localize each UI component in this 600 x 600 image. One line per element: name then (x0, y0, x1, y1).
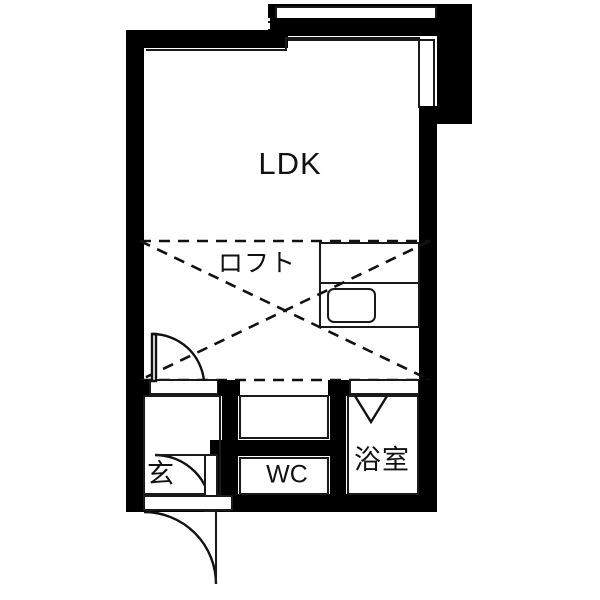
bathroom-folding-door[interactable] (353, 395, 389, 425)
balcony-rail-inner (264, 39, 435, 116)
entrance-threshold (143, 495, 233, 511)
room-label-loft: ロフト (218, 250, 296, 278)
room-label-genkan: 玄 (147, 459, 175, 489)
lower-room-outlines (143, 395, 419, 495)
divider-wall-right-stub (419, 380, 437, 396)
loft-diagonal-b (139, 239, 431, 382)
genkan-wc-wall-upper (222, 394, 238, 456)
wc-outline (239, 457, 329, 495)
bath-fold-door-v[interactable] (353, 395, 389, 425)
balcony-rail-mid (268, 29, 445, 112)
bath-door-opening (349, 379, 420, 395)
notch-wall-horizontal (419, 106, 472, 124)
bath-outline (347, 395, 419, 495)
divider-wall-middle (218, 380, 240, 396)
room-label-bath: 浴室 (354, 445, 410, 475)
exterior-wall-band (126, 18, 472, 512)
right-exterior-wall (419, 106, 437, 512)
room-label-wc: WC (266, 461, 308, 489)
ldk-top-window (275, 6, 437, 20)
main-entrance-door[interactable] (143, 495, 233, 585)
ldk-interior-door[interactable] (150, 332, 206, 383)
wc-top-wall (238, 440, 330, 456)
room-label-ldk: LDK (258, 146, 321, 181)
kitchen-counter (319, 242, 420, 328)
genkan-wc-wall-lower (222, 456, 238, 494)
ldk-door-leaf[interactable] (150, 332, 158, 383)
divider-wall-left-stub (126, 380, 150, 396)
corridor-outline (239, 395, 329, 439)
outer-walls (126, 18, 472, 512)
ldk-inner-outline (146, 37, 420, 108)
divider-wall-bath-left (328, 380, 350, 396)
entrance-door-swing-arc (143, 510, 218, 585)
genkan-door-opening (149, 379, 219, 395)
ldk-door-swing-arc (151, 332, 206, 382)
wc-bath-wall (330, 394, 346, 494)
top-left-exterior-wall (126, 30, 288, 48)
genkan-outline (143, 395, 221, 495)
kitchen-sink (327, 288, 376, 323)
left-exterior-wall (126, 30, 144, 512)
